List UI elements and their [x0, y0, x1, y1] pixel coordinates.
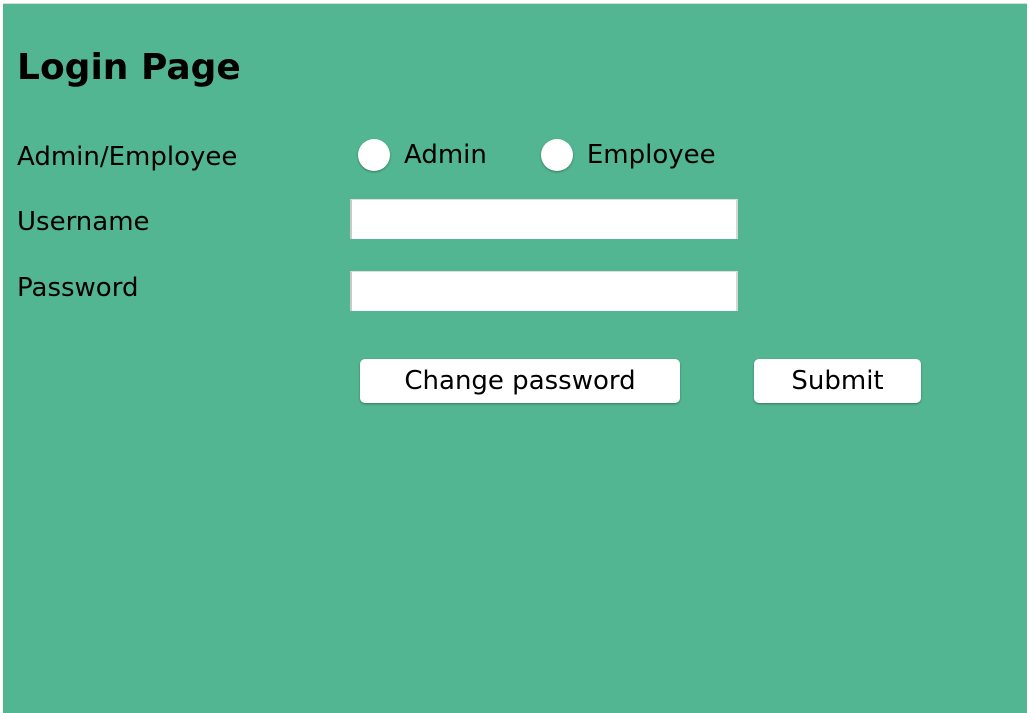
page-title: Login Page: [17, 47, 241, 88]
submit-button[interactable]: Submit: [754, 359, 921, 403]
admin-radio-label[interactable]: Admin: [404, 140, 487, 170]
employee-radio-label[interactable]: Employee: [586, 140, 716, 170]
change-password-button[interactable]: Change password: [360, 359, 680, 403]
password-input[interactable]: [350, 271, 738, 311]
employee-radio[interactable]: Employee: [540, 139, 716, 171]
login-window: Login Page Admin/Employee Admin Employee…: [3, 3, 1027, 713]
username-input[interactable]: [350, 199, 738, 239]
password-label: Password: [17, 273, 139, 303]
role-label: Admin/Employee: [17, 142, 238, 172]
role-radio-group: Admin Employee: [358, 139, 716, 171]
admin-radio-circle[interactable]: [358, 139, 390, 171]
username-label: Username: [17, 207, 150, 237]
admin-radio[interactable]: Admin: [358, 139, 487, 171]
employee-radio-circle[interactable]: [540, 139, 573, 171]
